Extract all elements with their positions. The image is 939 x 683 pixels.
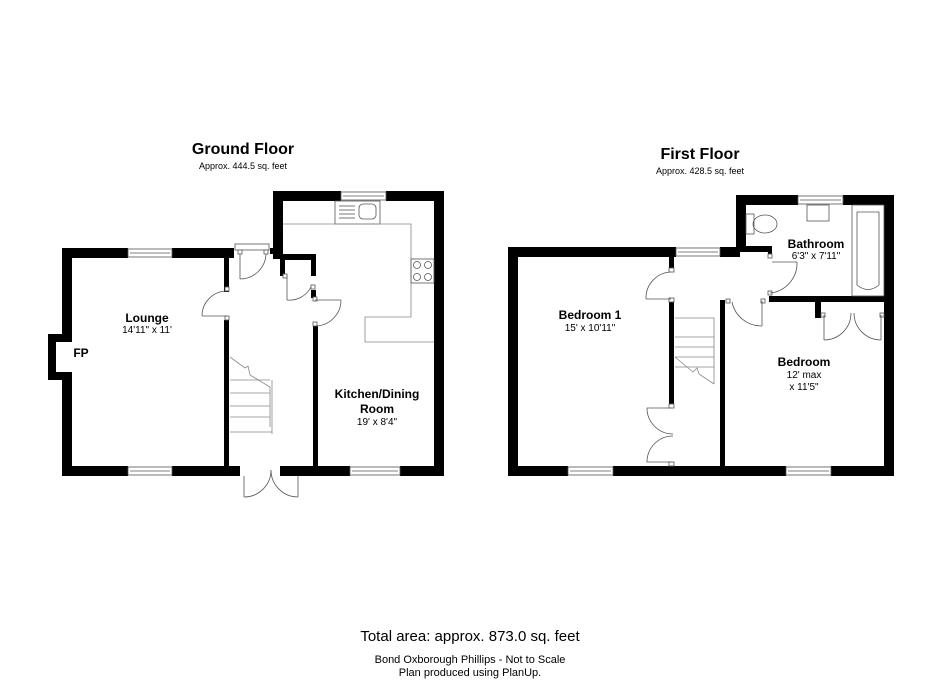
kitchen-hob [410,258,435,284]
lounge-label: Lounge [125,311,169,325]
cupboard-door [282,273,316,301]
first-floor-area: Approx. 428.5 sq. feet [655,166,745,176]
fireplace-label: FP [73,346,89,360]
ground-floor-title: Ground Floor [191,141,295,158]
kitchen-window-top [340,191,387,201]
bedroom2-door [725,298,766,327]
first-floor-stairs [674,317,715,385]
hall-door-top [237,249,269,280]
landing-window [675,247,721,257]
toilet [745,213,778,235]
kitchen-label-line2: Room [360,402,394,416]
ground-stairs [229,356,273,434]
front-door [243,466,316,498]
bedroom1-wardrobe-doors [646,403,675,467]
bedroom2-window [785,466,832,476]
lounge-walls [48,248,240,476]
hall-window-top [234,243,270,251]
bathroom-door [767,253,798,296]
first-floor-title: First Floor [660,146,740,163]
ground-floor-area: Approx. 444.5 sq. feet [198,161,288,171]
lounge-window-top [127,248,173,258]
total-area: Total area: approx. 873.0 sq. feet [360,628,580,645]
bedroom1-window [567,466,614,476]
lounge-door [201,286,230,321]
bathroom-label: Bathroom [787,237,845,251]
bedroom1-label: Bedroom 1 [558,308,622,322]
bathroom-dimensions: 6'3" x 7'11" [791,251,841,262]
first-floor-walls [508,195,894,476]
basin [806,204,830,222]
kitchen-door [312,296,342,327]
kitchen-worktop [283,223,434,343]
first-floor-plan [508,195,894,476]
ground-floor-plan [48,191,444,498]
lounge-dimensions: 14'11" x 11' [122,325,172,336]
kitchen-label: Kitchen/Dining [334,387,420,401]
kitchen-window-bottom [349,466,401,476]
bedroom2-dimensions-line2: x 11'5" [789,382,819,393]
lounge-window-bottom [127,466,173,476]
planup-credit: Plan produced using PlanUp. [398,667,542,679]
bathroom-window [797,195,844,205]
kitchen-dimensions: 19' x 8'4" [356,417,398,428]
bath [851,204,885,297]
bedroom1-dimensions: 15' x 10'11" [564,323,616,334]
agent-credit: Bond Oxborough Phillips - Not to Scale [374,654,566,666]
kitchen-sink [334,200,381,225]
bedroom2-dimensions: 12' max [786,370,822,381]
bedroom2-label: Bedroom [777,355,831,369]
bedroom2-wardrobe-doors [820,312,885,341]
kitchen-walls [273,191,444,476]
bedroom1-door [645,267,675,303]
